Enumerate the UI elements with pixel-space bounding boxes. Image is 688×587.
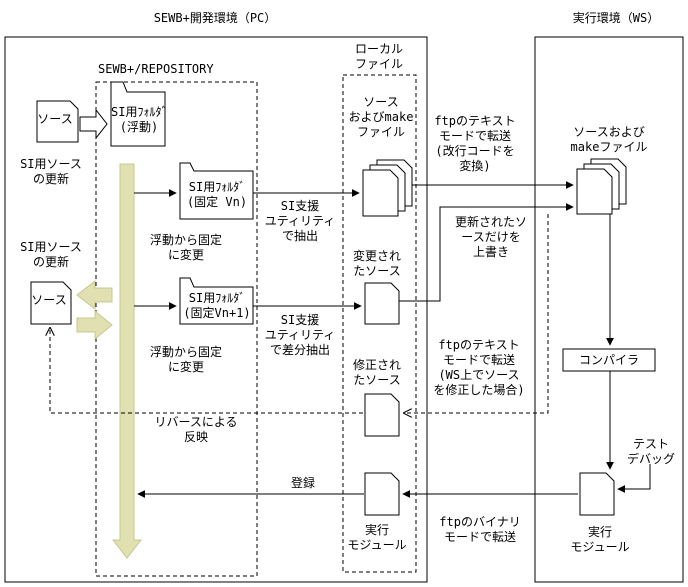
source-document-icon — [30, 281, 72, 325]
ftp-binary-transfer-label: ftpのバイナリ モードで転送 — [439, 515, 521, 544]
folder-icon — [179, 277, 254, 325]
floating-folder-label: SI用ﾌｫﾙﾀﾞ (浮動) — [111, 105, 168, 134]
register-label: 登録 — [291, 476, 316, 490]
ws-source-make-label: ソースおよび makeファイル — [570, 125, 648, 154]
compiler-box — [562, 348, 656, 372]
stacked-documents-icon — [362, 169, 399, 217]
si-extract-label: SI支援 ユティリティ で抽出 — [264, 199, 336, 243]
fixed-folder-vn1-label: SI用ﾌｫﾙﾀﾞ (固定Vn+1) — [183, 291, 251, 320]
ws-environment-title: 実行環境（WS） — [572, 11, 660, 25]
compiler-label: コンパイラ — [578, 353, 639, 367]
test-debug-label: テスト デバッグ — [626, 437, 675, 466]
local-exec-module-label: 実行 モジュール — [347, 523, 407, 552]
si-diff-extract-label: SI支援 ユティリティ で差分抽出 — [264, 313, 336, 357]
update-arrow — [76, 309, 113, 341]
source-label: ソース — [37, 112, 73, 126]
fixed-folder-vn-label: SI用ﾌｫﾙﾀﾞ (固定 Vn) — [186, 180, 248, 209]
local-file-title: ローカル ファイル — [354, 42, 403, 71]
si-source-update-label: SI用ソース の更新 — [20, 157, 82, 186]
pc-environment-title: SEWB+開発環境（PC） — [153, 11, 277, 25]
document-icon — [364, 393, 400, 437]
float-to-fixed-label: 浮動から固定 に変更 — [149, 345, 222, 374]
document-icon — [579, 472, 615, 516]
overwrite-label: 更新されたソ ースだけを 上書き — [454, 215, 527, 259]
repository-flow-arrow — [111, 163, 143, 559]
reverse-update-arrow — [76, 279, 113, 311]
source-to-folder-arrow — [79, 108, 108, 140]
repository-title: SEWB+/REPOSITORY — [98, 62, 214, 76]
document-icon — [364, 472, 400, 516]
ws-environment-frame — [534, 36, 684, 583]
stacked-documents-icon — [576, 168, 613, 215]
ftp-text-transfer-label: ftpのテキスト モードで転送 (改行コードを 変換) — [434, 114, 516, 173]
source-document-icon — [36, 100, 79, 143]
ws-modified-transfer-arrow — [404, 214, 549, 413]
test-debug-arrow — [617, 464, 651, 493]
ws-exec-module-label: 実行 モジュール — [570, 525, 630, 554]
local-file-frame — [342, 74, 417, 573]
ftp-text-transfer-ws-label: ftpのテキスト モードで転送 (WS上でソース を修正した場合) — [433, 338, 525, 397]
pc-environment-frame — [4, 36, 428, 583]
repository-frame — [95, 81, 258, 577]
local-changed-source-label: 変更され たソース — [352, 249, 401, 278]
document-icon — [364, 282, 400, 325]
folder-icon — [179, 162, 254, 220]
overwrite-arrow — [399, 203, 574, 302]
local-modified-source-label: 修正され たソース — [352, 358, 401, 387]
folder-icon — [110, 81, 166, 147]
local-source-make-label: ソース およびmake ファイル — [348, 95, 414, 139]
source-label: ソース — [31, 293, 67, 307]
float-to-fixed-label: 浮動から固定 に変更 — [149, 233, 222, 262]
si-source-update-label: SI用ソース の更新 — [20, 240, 82, 269]
reverse-label: リバースによる 反映 — [154, 415, 238, 444]
